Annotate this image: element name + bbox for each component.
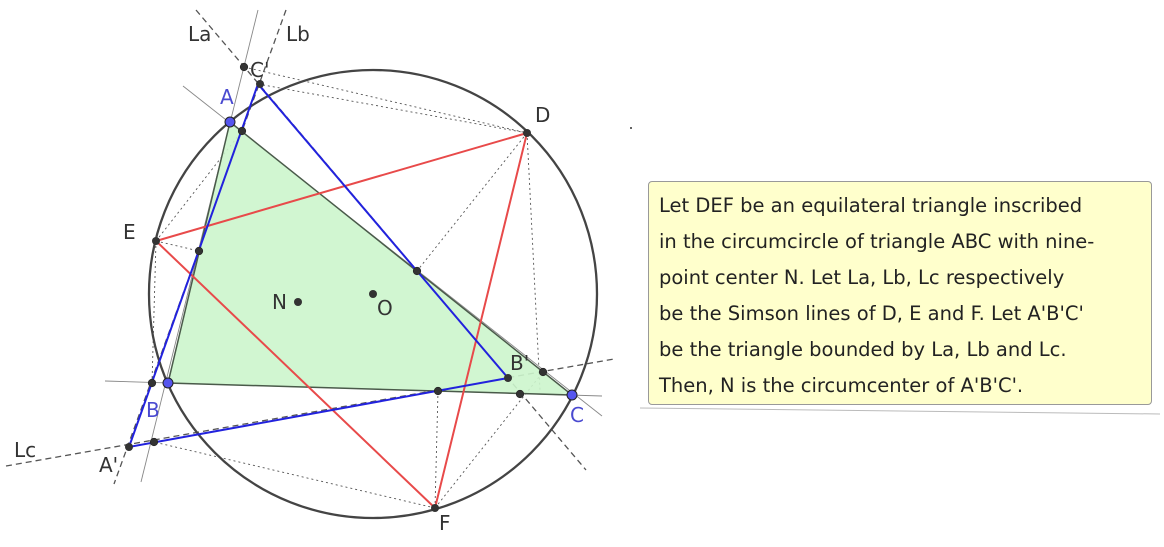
note-line-3: point center N. Let La, Lb, Lc respectiv… xyxy=(659,266,1065,289)
label-b: B xyxy=(146,398,160,422)
label-c: C xyxy=(570,403,584,427)
simson-triangle-abc-prime xyxy=(127,82,510,449)
label-b-prime: B' xyxy=(510,351,529,375)
label-f: F xyxy=(439,511,451,535)
vertex-a[interactable] xyxy=(224,116,236,128)
point-c-prime xyxy=(256,80,264,88)
label-a: A xyxy=(220,85,234,109)
theorem-note: Let DEF be an equilateral triangle inscr… xyxy=(648,181,1152,405)
stray-dot xyxy=(630,127,632,129)
label-c-prime: C' xyxy=(250,58,269,82)
point-e xyxy=(152,237,160,245)
note-line-1: Let DEF be an equilateral triangle inscr… xyxy=(659,194,1083,217)
point-o xyxy=(369,290,377,298)
label-la: La xyxy=(188,22,211,46)
label-lc: Lc xyxy=(14,438,36,462)
point-d xyxy=(523,129,531,137)
point-b-prime xyxy=(504,374,512,382)
note-line-4: be the Simson lines of D, E and F. Let A… xyxy=(659,302,1084,325)
note-line-2: in the circumcircle of triangle ABC with… xyxy=(659,230,1095,253)
label-d: D xyxy=(535,103,550,127)
note-line-6: Then, N is the circumcenter of A'B'C'. xyxy=(659,374,1024,397)
point-n xyxy=(294,298,302,306)
point-a-prime xyxy=(125,443,133,451)
label-a-prime: A' xyxy=(99,453,118,477)
label-o: O xyxy=(377,296,393,320)
label-n: N xyxy=(272,290,287,314)
point-f xyxy=(431,504,439,512)
label-lb: Lb xyxy=(286,22,310,46)
foot-points xyxy=(147,62,548,447)
vertex-c[interactable] xyxy=(566,389,578,401)
note-line-5: be the triangle bounded by La, Lb and Lc… xyxy=(659,338,1067,361)
label-e: E xyxy=(123,220,136,244)
circumcircle xyxy=(147,68,599,520)
equilateral-triangle-def xyxy=(154,131,529,510)
note-underline xyxy=(639,407,1161,415)
vertex-b[interactable] xyxy=(162,377,174,389)
